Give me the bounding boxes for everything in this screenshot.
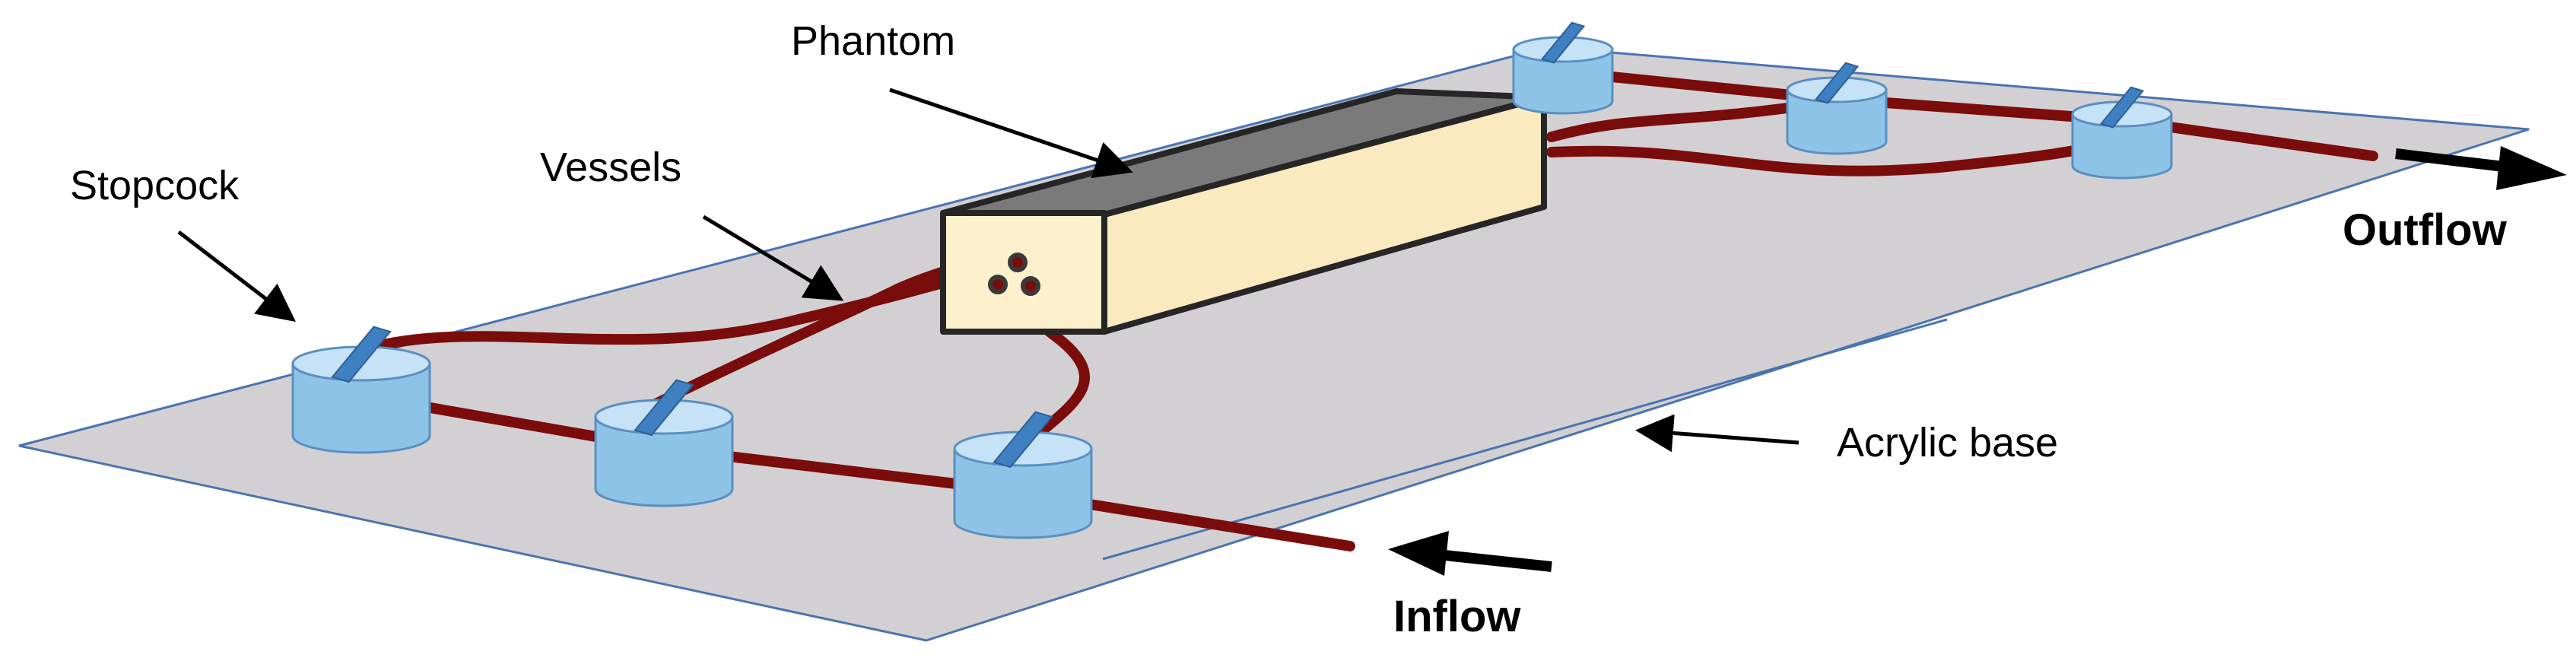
stopcock-4 [1512, 21, 1614, 115]
leader-arrow-vessels [702, 215, 844, 301]
leader-arrow-stopcock [177, 230, 296, 323]
stopcock-body [1786, 88, 1888, 155]
label-acrylic-base: Acrylic base [1837, 420, 2058, 466]
stopcock-1 [291, 326, 431, 454]
stopcock-2 [594, 379, 734, 507]
phantom-block [940, 88, 1547, 335]
phantom-front-face [940, 210, 1107, 335]
vessel-phantom-to-stopcock5 [1546, 97, 1831, 142]
inflow-arrow [1388, 531, 1552, 576]
stopcock-handle [2099, 86, 2145, 129]
label-stopcock: Stopcock [70, 163, 240, 208]
leader-arrows [177, 87, 1799, 453]
stopcock-body [1512, 48, 1614, 115]
label-phantom: Phantom [791, 18, 955, 64]
phantom-port-1 [1008, 253, 1028, 272]
leader-arrow-phantom [889, 87, 1133, 179]
stopcock-handle [634, 379, 694, 437]
stopcock-body [594, 415, 734, 507]
stopcock-body [2071, 113, 2173, 180]
stopcock-body [953, 447, 1093, 539]
label-outflow: Outflow [2343, 205, 2508, 255]
stopcock-3 [953, 411, 1093, 539]
stopcock-body [291, 362, 431, 454]
phantom-port-3 [1021, 276, 1040, 296]
leader-arrow-acrylic-base [1635, 414, 1799, 453]
stopcocks [291, 21, 2173, 539]
phantom-port-2 [988, 275, 1008, 294]
outflow-arrow [2395, 146, 2567, 190]
stopcock-6 [2071, 86, 2173, 180]
vessel-inflow-line [390, 396, 1355, 551]
stopcock-handle [1540, 21, 1586, 64]
flow-arrows [1388, 146, 2567, 576]
acrylic-base-edge-shadow [1102, 318, 1948, 561]
stopcock-handle [1814, 62, 1860, 104]
stopcock-handle [331, 326, 392, 383]
label-vessels: Vessels [540, 145, 681, 190]
stopcock-handle [993, 411, 1053, 469]
label-inflow: Inflow [1393, 592, 1521, 641]
vessel-top-line [1584, 69, 2378, 161]
stopcock-5 [1786, 62, 1888, 155]
